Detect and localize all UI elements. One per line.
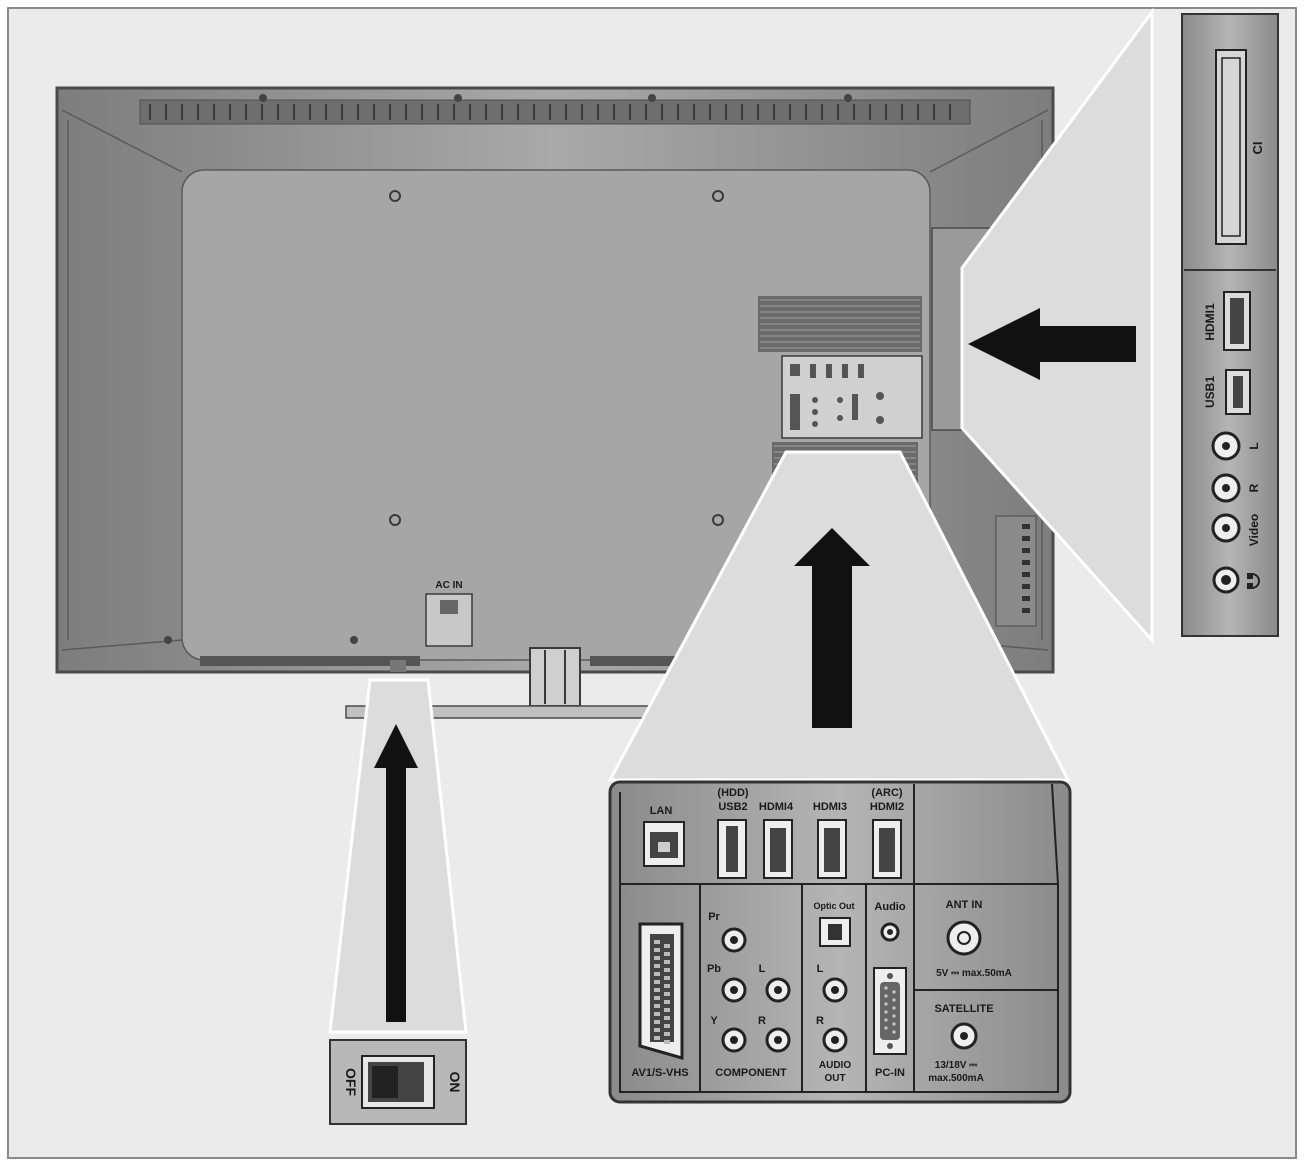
bottom-vent-left (200, 656, 420, 666)
headphone-jack (1212, 566, 1260, 594)
component-pb-label: Pb (707, 963, 721, 975)
ac-in-socket: AC IN (425, 580, 473, 647)
ant-in-label: ANT IN (946, 899, 983, 911)
side-video-label: Video (1247, 514, 1261, 546)
side-connection-panel: CI HDMI1 USB1 L R Video (1181, 13, 1279, 637)
satellite-input: SATELLITE 13/18V ⎓ max.500mA (928, 1003, 993, 1084)
power-off-label: OFF (343, 1068, 359, 1096)
side-rca-jacks: L R Video (1211, 431, 1261, 546)
audio-out-label-line2: OUT (824, 1073, 845, 1084)
hdmi1-label: HDMI1 (1203, 303, 1217, 341)
hdmi2-arc-label: (ARC) (871, 787, 902, 799)
side-audio-r-label: R (1247, 483, 1261, 492)
headphone-icon (1247, 573, 1260, 589)
power-switch-panel: OFF ON (329, 1039, 467, 1125)
component-inputs: Pr Pb L Y R COMPONENT (707, 911, 791, 1079)
pc-in-section: Audio PC-IN (873, 901, 907, 1079)
rear-connection-panel: LAN (HDD) USB2 HDMI4 HDMI3 (ARC) HDMI2 (608, 780, 1072, 1104)
antenna-input: ANT IN 5V ⎓ max.50mA (936, 899, 1012, 979)
ci-slot: CI (1215, 49, 1265, 245)
hdmi4-port: HDMI4 (759, 801, 794, 879)
edge-screws (164, 94, 949, 644)
power-on-label: ON (447, 1072, 463, 1093)
arrow-to-power-switch (374, 724, 418, 1022)
hdmi3-label: HDMI3 (813, 801, 847, 813)
satellite-label: SATELLITE (934, 1003, 993, 1015)
arrow-to-side-panel (968, 308, 1136, 380)
component-pr-label: Pr (708, 911, 720, 923)
sat-power-line1: 13/18V ⎓ (935, 1060, 977, 1071)
side-audio-l-label: L (1247, 442, 1261, 449)
scart-label: AV1/S-VHS (631, 1067, 688, 1079)
panel-dividers (619, 783, 1059, 1093)
usb2-port: (HDD) USB2 (717, 787, 749, 879)
audio-out-label-line1: AUDIO (819, 1060, 851, 1071)
pc-audio-label: Audio (874, 901, 905, 913)
usb1-port: USB1 (1203, 369, 1251, 415)
ci-label: CI (1250, 142, 1265, 155)
callout-arrows (374, 308, 1136, 1022)
sat-power-line2: max.500mA (928, 1073, 984, 1084)
ac-in-label: AC IN (435, 580, 462, 591)
component-y-label: Y (710, 1015, 718, 1027)
ant-power-label: 5V ⎓ max.50mA (936, 968, 1012, 979)
audio-out-r-label: R (816, 1015, 824, 1027)
top-vents (139, 99, 971, 125)
hdmi2-label: HDMI2 (870, 801, 904, 813)
arrow-to-rear-panel (794, 528, 870, 728)
lan-label: LAN (650, 805, 673, 817)
right-vents (995, 515, 1037, 627)
power-switch-mini (390, 660, 406, 672)
audio-out-l-label: L (817, 963, 824, 975)
usb1-label: USB1 (1203, 376, 1217, 408)
rear-connector-minis (790, 364, 884, 430)
usb2-hdd-label: (HDD) (717, 787, 748, 799)
component-r-label: R (758, 1015, 766, 1027)
hdmi3-port: HDMI3 (813, 801, 847, 879)
component-label: COMPONENT (715, 1067, 787, 1079)
component-l-label: L (759, 963, 766, 975)
vesa-holes (389, 190, 724, 526)
hdmi2-port: (ARC) HDMI2 (870, 787, 904, 879)
lan-port: LAN (643, 805, 685, 867)
scart-port: AV1/S-VHS (631, 922, 689, 1079)
hdmi4-label: HDMI4 (759, 801, 794, 813)
usb2-label: USB2 (718, 801, 747, 813)
hdmi1-port: HDMI1 (1203, 291, 1251, 351)
pc-in-label: PC-IN (875, 1067, 905, 1079)
audio-out-section: Optic Out L R AUDIO OUT (814, 901, 855, 1084)
optic-out-label: Optic Out (814, 901, 855, 911)
